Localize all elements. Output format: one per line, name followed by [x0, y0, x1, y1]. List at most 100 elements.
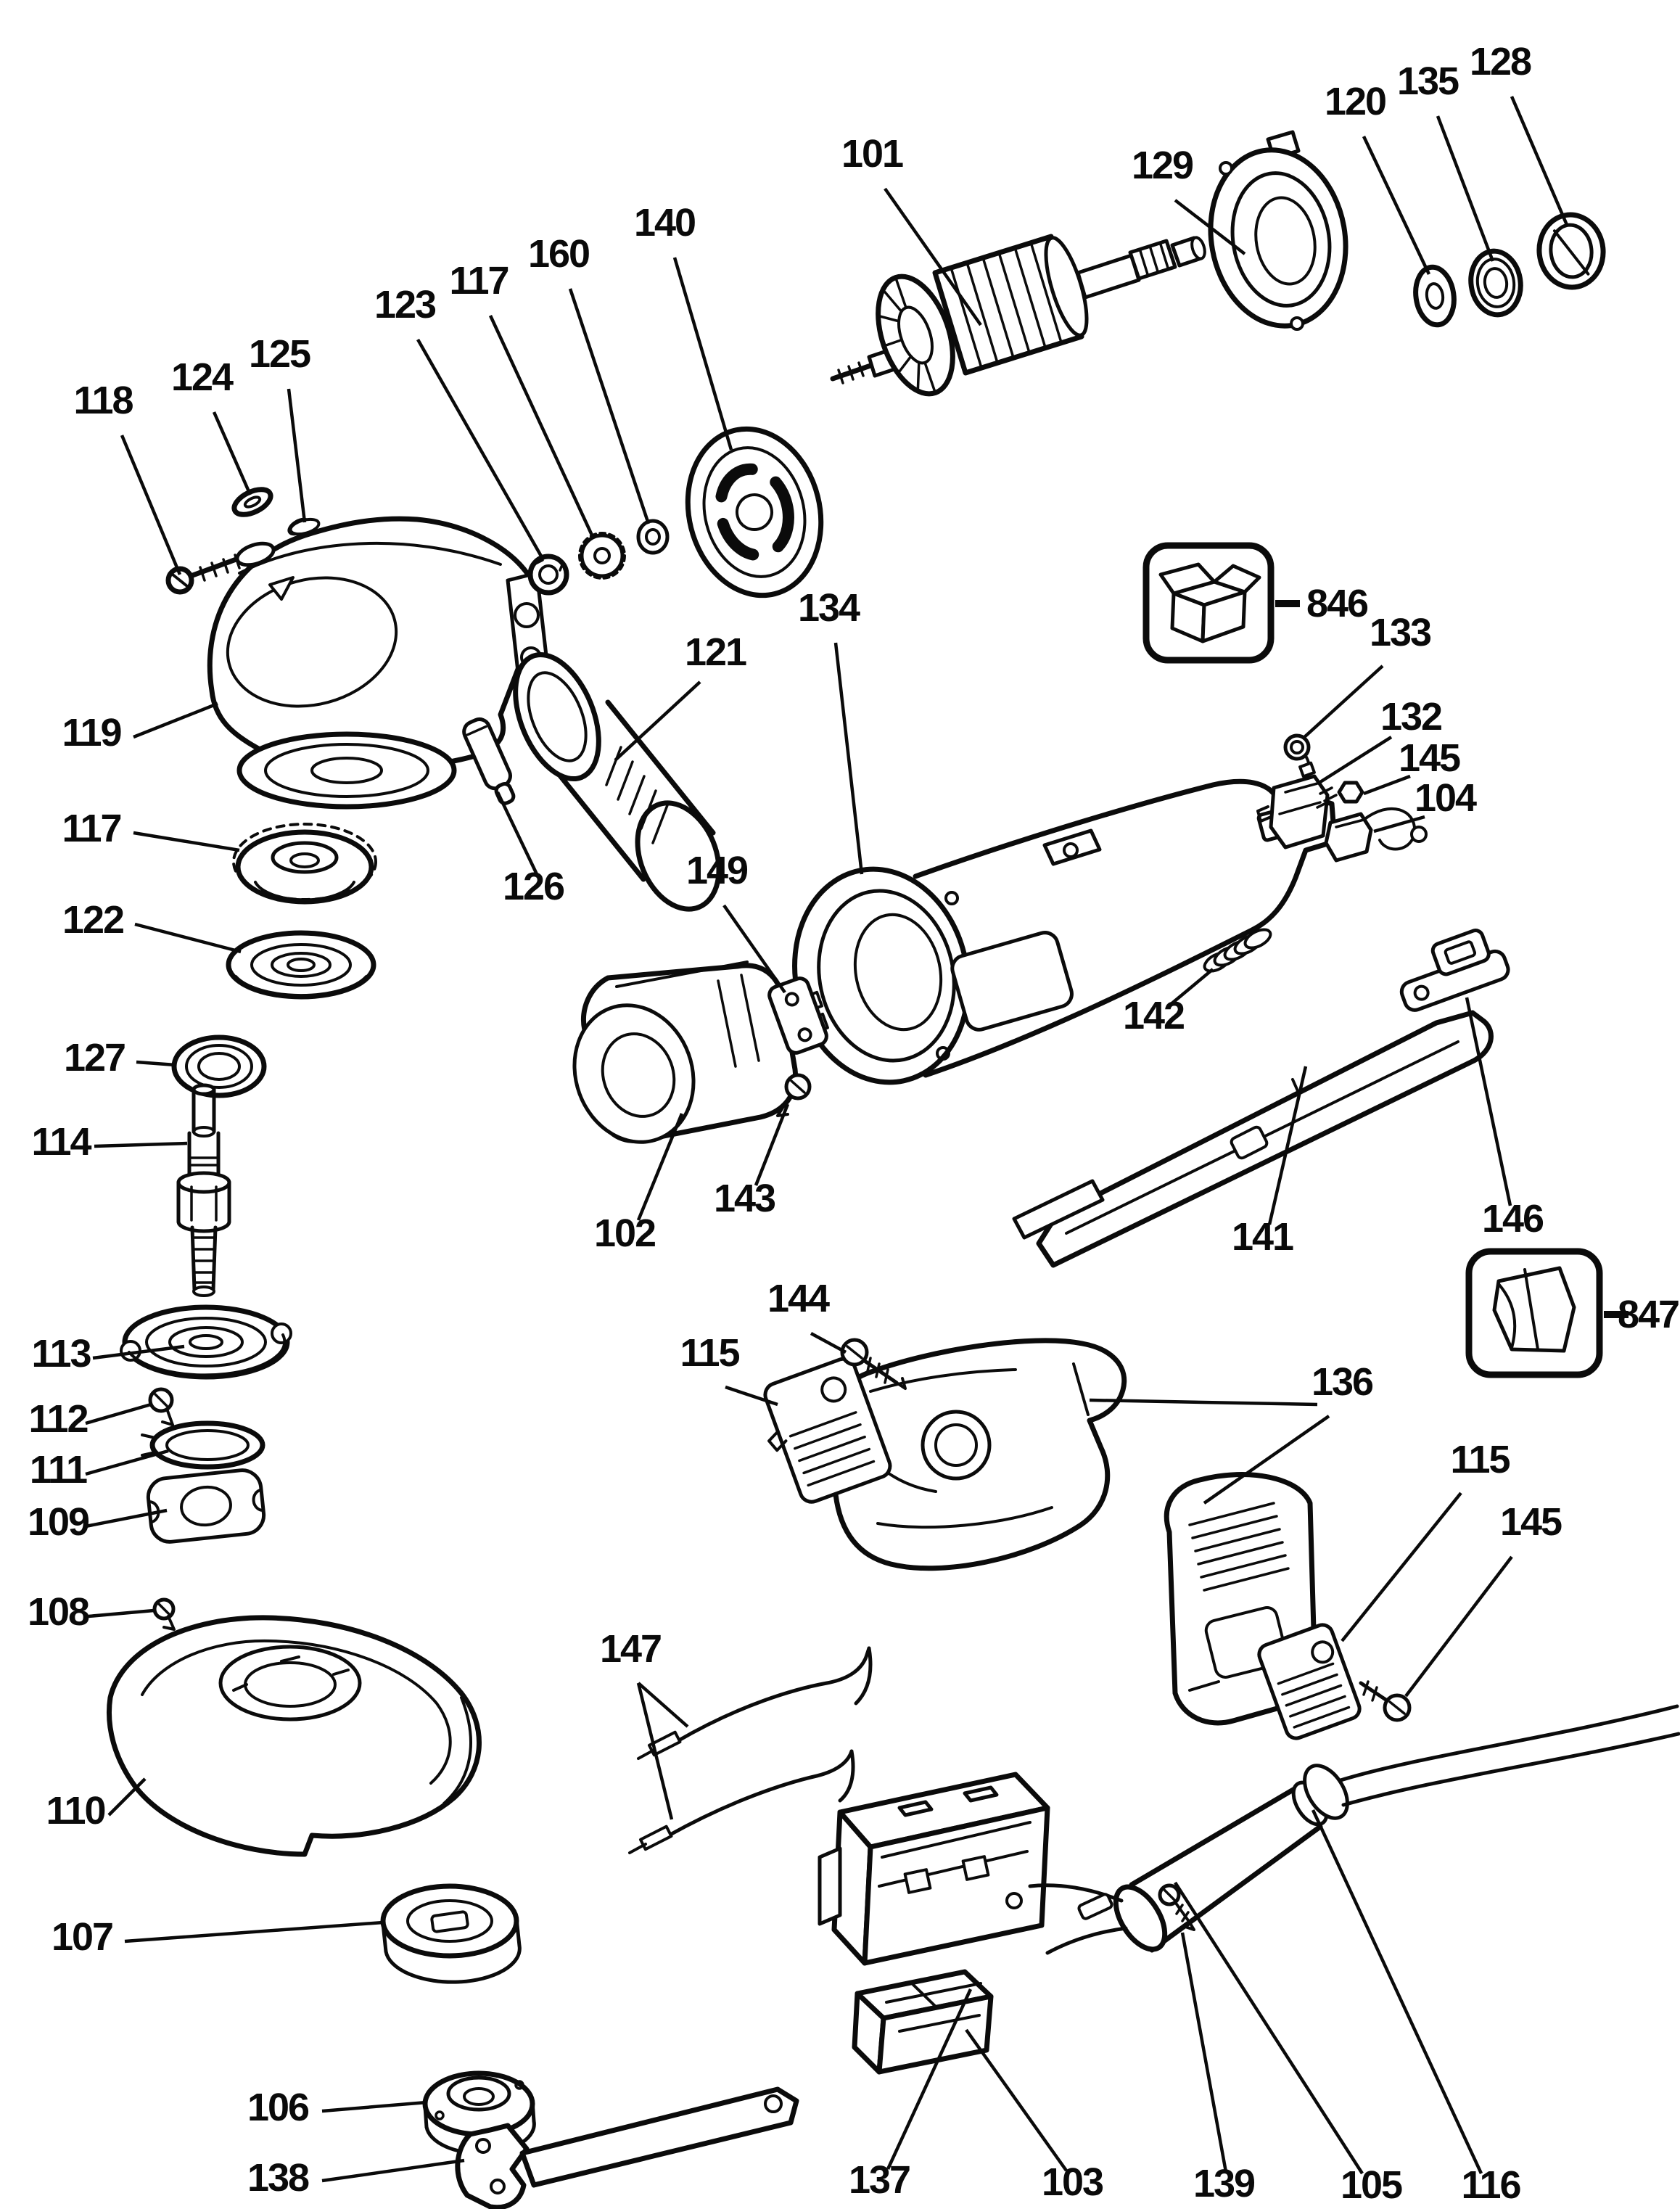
leader-line-109: [85, 1508, 168, 1529]
part-137-switch-icon: [818, 1772, 1050, 1966]
part-label-147: 147: [600, 1627, 661, 1671]
leader-line-102: [636, 1113, 684, 1221]
leader-line-117-left: [133, 831, 240, 852]
part-124-washer-icon: [231, 487, 273, 517]
leader-line-135: [1436, 115, 1495, 262]
part-129-bearing-housing-icon: [1208, 130, 1348, 331]
part-107-inner-flange-icon: [380, 1883, 522, 1984]
part-135-bearing-icon: [1468, 248, 1523, 318]
part-label-111: 111: [30, 1448, 87, 1492]
leader-line-126: [495, 791, 539, 875]
part-126-pin-icon: [462, 717, 516, 805]
leader-line-136: [1203, 1415, 1330, 1505]
leader-line-115-left: [725, 1385, 778, 1407]
leader-line-128: [1510, 96, 1569, 226]
leader-line-136-1: [1089, 1398, 1318, 1407]
part-122-slinger-washer-icon: [226, 930, 376, 1000]
part-label-124: 124: [171, 355, 234, 399]
leader-line-142: [1168, 968, 1214, 1007]
box-icon: [1142, 542, 1275, 664]
part-138-spanner-wrench-icon: [455, 2086, 799, 2209]
leader-line-125: [287, 388, 307, 523]
leader-line-138: [321, 2158, 465, 2183]
leader-line-145-top: [1363, 774, 1411, 796]
part-105-cord-icon: [1028, 1704, 1680, 1955]
part-label-132: 132: [1380, 695, 1441, 739]
part-label-137: 137: [849, 2158, 910, 2202]
leader-line-114: [94, 1141, 188, 1148]
part-label-145-top: 145: [1399, 736, 1460, 780]
leader-line-160: [568, 288, 651, 525]
leader-line-141: [1267, 1066, 1308, 1225]
part-114-spindle-icon: [176, 1083, 231, 1297]
part-139-screw-icon: [1158, 1883, 1195, 1931]
part-label-139: 139: [1193, 2162, 1255, 2205]
leader-line-117-top: [488, 315, 596, 539]
part-label-107: 107: [52, 1915, 112, 1959]
bag-icon: [1465, 1248, 1603, 1378]
part-label-116: 116: [1461, 2163, 1520, 2207]
leader-line-122: [134, 922, 242, 954]
part-label-104: 104: [1415, 776, 1477, 820]
part-label-105: 105: [1341, 2163, 1402, 2207]
leader-line-111: [85, 1449, 169, 1476]
leader-line-147: [637, 1682, 689, 1728]
part-label-128: 128: [1470, 40, 1531, 83]
part-123-nut-icon: [527, 554, 569, 596]
leader-line-101: [884, 187, 982, 326]
part-132-brush-holder-icon: [1256, 761, 1330, 850]
part-115-cover-plate-left-icon: [763, 1357, 892, 1504]
leader-line-120: [1362, 136, 1431, 275]
part-label-146: 146: [1482, 1197, 1544, 1241]
leader-line-123: [416, 338, 544, 560]
part-label-149: 149: [686, 849, 748, 892]
part-label-122: 122: [62, 898, 123, 942]
part-label-109: 109: [28, 1500, 89, 1544]
part-149-brush-plate-icon: [767, 976, 828, 1055]
part-101-armature-icon: [830, 234, 1206, 397]
part-label-847: 847: [1618, 1293, 1679, 1336]
part-145-screw-top-icon: [1316, 781, 1364, 809]
part-120-washer-icon: [1413, 264, 1457, 328]
part-104-carbon-brush-icon: [1324, 807, 1428, 863]
leader-line-107: [124, 1920, 384, 1943]
part-label-115-right: 115: [1450, 1438, 1510, 1481]
part-145-screw-bottom-icon: [1359, 1680, 1412, 1722]
leader-line-149: [722, 904, 786, 994]
part-label-114: 114: [31, 1120, 91, 1164]
part-label-115-left: 115: [680, 1331, 739, 1375]
leader-line-116: [1311, 1809, 1483, 2174]
part-label-106: 106: [247, 2086, 309, 2129]
part-label-101: 101: [841, 132, 903, 176]
part-116-cord-guard-icon: [1113, 1764, 1349, 1953]
leader-line-143: [754, 1103, 790, 1186]
leader-line-144: [810, 1332, 847, 1354]
part-109-cover-plate-icon: [146, 1468, 266, 1544]
part-117-pinion-gear-icon: [578, 532, 626, 580]
part-label-119: 119: [62, 711, 121, 754]
part-label-143: 143: [714, 1177, 775, 1220]
part-label-125: 125: [249, 332, 310, 376]
part-label-129: 129: [1132, 144, 1193, 187]
leader-line-132: [1319, 736, 1393, 783]
leader-lines: [85, 96, 1628, 2183]
part-128-retainer-ring-icon: [1536, 212, 1606, 290]
part-label-113: 113: [31, 1332, 91, 1375]
leader-line-118: [120, 435, 182, 575]
part-141-handle-bar-icon: [1012, 1010, 1494, 1268]
leader-line-145-bot: [1404, 1555, 1513, 1698]
part-label-123: 123: [374, 283, 436, 326]
part-115-vent-plate-right-icon: [1257, 1623, 1362, 1740]
part-117-bevel-gear-icon: [232, 823, 377, 905]
part-142-spring-icon: [1203, 928, 1272, 973]
part-143-screw-icon: [776, 1073, 812, 1117]
part-144-screw-icon: [840, 1338, 907, 1390]
part-label-145-bot: 145: [1500, 1500, 1562, 1544]
part-label-126: 126: [503, 865, 564, 908]
part-label-138: 138: [247, 2156, 309, 2200]
leader-line-134: [833, 642, 864, 875]
part-label-110: 110: [46, 1789, 104, 1832]
part-label-127: 127: [64, 1036, 125, 1079]
part-label-133: 133: [1370, 611, 1431, 654]
